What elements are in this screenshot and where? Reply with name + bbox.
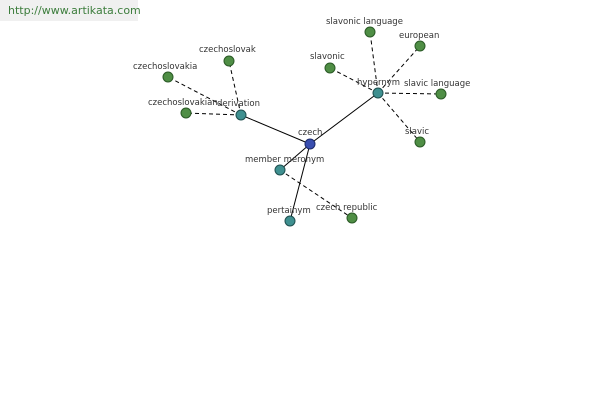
node-label: czechoslovak	[199, 45, 256, 55]
edge-hypernym-european	[377, 45, 421, 94]
edge-hypernym-slavic	[377, 92, 421, 143]
edge-member-meronym-czech-republic	[279, 169, 353, 219]
node-czechoslovakian[interactable]: czechoslovakian	[148, 98, 218, 119]
node-label: czechoslovakia	[133, 62, 197, 72]
node-label: derivation	[217, 99, 260, 109]
node-label: slavonic language	[326, 17, 403, 27]
node-label: slavic	[405, 127, 429, 137]
node-label: slavonic	[310, 52, 345, 62]
node-czechoslovak[interactable]: czechoslovak	[199, 45, 256, 67]
edge-czech-pertainym	[289, 143, 311, 222]
node-slavic-language[interactable]: slavic language	[404, 79, 470, 100]
edge-derivation-czechoslovakia	[167, 76, 242, 116]
edge-czech-member-meronym	[279, 143, 311, 171]
node-slavonic-language[interactable]: slavonic language	[326, 17, 403, 38]
edge-czech-derivation	[240, 114, 311, 145]
node-member-meronym[interactable]: member meronym	[245, 155, 324, 176]
node-label: slavic language	[404, 79, 470, 89]
node-slavic[interactable]: slavic	[405, 127, 429, 148]
edge-hypernym-slavonic	[329, 67, 379, 94]
node-derivation[interactable]: derivation	[217, 99, 260, 121]
node-pertainym[interactable]: pertainym	[267, 206, 311, 227]
edge-czech-hypernym	[309, 92, 379, 145]
node-hypernym[interactable]: hypernym	[357, 78, 400, 99]
node-label: czechoslovakian	[148, 98, 218, 108]
node-czech-republic[interactable]: czech republic	[316, 203, 378, 224]
node-czech[interactable]: czech	[298, 128, 322, 150]
node-label: czech	[298, 128, 322, 138]
node-label: hypernym	[357, 78, 400, 88]
edge-derivation-czechoslovak	[228, 60, 242, 116]
node-label: pertainym	[267, 206, 311, 216]
watermark-url[interactable]: http://www.artikata.com	[0, 0, 141, 21]
node-european[interactable]: european	[399, 31, 439, 52]
node-slavonic[interactable]: slavonic	[310, 52, 345, 74]
node-label: european	[399, 31, 439, 41]
edge-derivation-czechoslovakian	[185, 112, 242, 116]
node-label: czech republic	[316, 203, 378, 213]
edge-hypernym-slavonic-language	[369, 31, 379, 94]
edge-hypernym-slavic-language	[377, 92, 442, 95]
node-czechoslovakia[interactable]: czechoslovakia	[133, 62, 197, 83]
node-label: member meronym	[245, 155, 324, 165]
